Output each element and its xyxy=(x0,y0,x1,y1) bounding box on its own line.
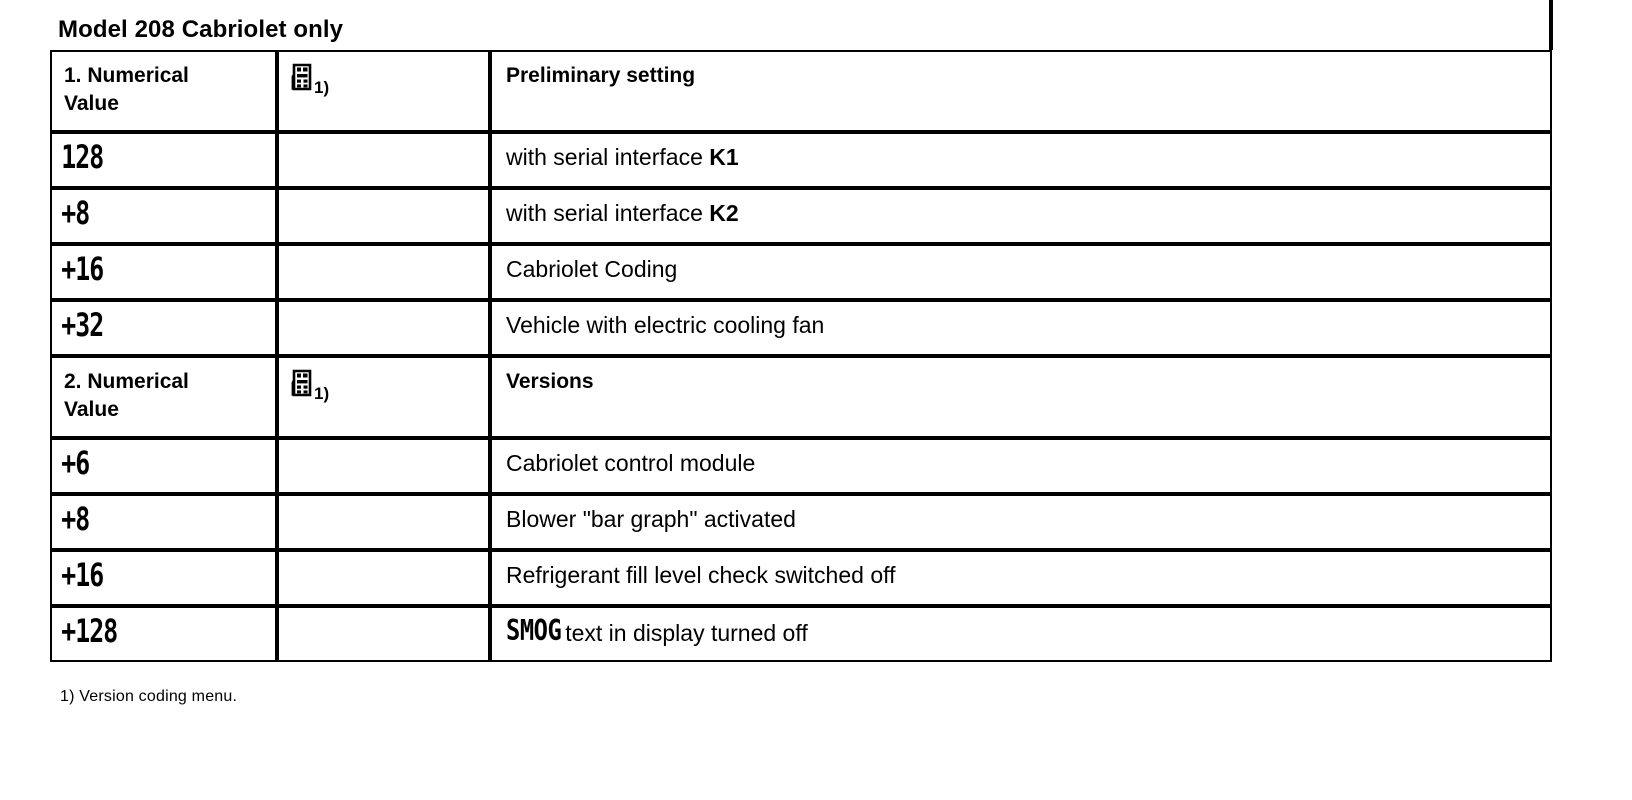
section-2-icon-cell: 1) xyxy=(277,356,490,438)
description-text: Cabriolet Coding xyxy=(506,256,678,282)
lcd-value: +32 xyxy=(61,307,104,345)
description-cell: with serial interface K2 xyxy=(490,188,1552,244)
icon-cell xyxy=(277,300,490,356)
lcd-value: +6 xyxy=(61,445,90,483)
table-section-header-row: 1. Numerical Value xyxy=(50,50,1552,132)
lcd-value: +16 xyxy=(61,557,104,595)
description-cell: with serial interface K1 xyxy=(490,132,1552,188)
icon-cell xyxy=(277,606,490,662)
right-edge-rule xyxy=(1549,0,1553,50)
description-text: Vehicle with electric cooling fan xyxy=(506,312,825,338)
section-2-description-header-label: Versions xyxy=(506,370,594,393)
icon-cell xyxy=(277,550,490,606)
value-cell: +8 xyxy=(50,494,277,550)
table-row: +16 Refrigerant fill level check switche… xyxy=(50,550,1552,606)
section-1-value-header-cell: 1. Numerical Value xyxy=(50,50,277,132)
handheld-tester-icon xyxy=(291,368,313,398)
description-cell: Blower "bar graph" activated xyxy=(490,494,1552,550)
section-2-icon-footnote-marker: 1) xyxy=(314,384,330,403)
table-row: +6 Cabriolet control module xyxy=(50,438,1552,494)
icon-cell xyxy=(277,494,490,550)
value-cell: +128 xyxy=(50,606,277,662)
section-1-header-line-1: 1. Numerical xyxy=(64,64,189,87)
coding-table: 1. Numerical Value xyxy=(50,50,1552,662)
footnote-text: 1) Version coding menu. xyxy=(60,688,238,705)
description-text: text in display turned off xyxy=(565,620,808,646)
table-row: +8 Blower "bar graph" activated xyxy=(50,494,1552,550)
description-text: with serial interface xyxy=(506,200,710,226)
table-section-header-row: 2. Numerical Value xyxy=(50,356,1552,438)
table-row: 128 with serial interface K1 xyxy=(50,132,1552,188)
value-cell: 128 xyxy=(50,132,277,188)
section-2-header-line-2: Value xyxy=(64,397,119,421)
icon-cell xyxy=(277,132,490,188)
section-2-header-line-1: 2. Numerical xyxy=(64,370,189,393)
table-row: +16 Cabriolet Coding xyxy=(50,244,1552,300)
icon-cell xyxy=(277,244,490,300)
section-1-header-line-2: Value xyxy=(64,91,119,115)
section-2-description-header-cell: Versions xyxy=(490,356,1552,438)
handheld-tester-icon xyxy=(291,62,313,92)
description-emphasis: K1 xyxy=(709,144,739,170)
value-cell: +32 xyxy=(50,300,277,356)
page-title: Model 208 Cabriolet only xyxy=(58,16,344,43)
value-cell: +6 xyxy=(50,438,277,494)
description-text: Cabriolet control module xyxy=(506,450,756,476)
section-2-value-header-cell: 2. Numerical Value xyxy=(50,356,277,438)
coding-table-body: 1. Numerical Value xyxy=(50,50,1552,662)
icon-cell xyxy=(277,188,490,244)
section-1-description-header-label: Preliminary setting xyxy=(506,64,696,87)
section-2-value-header-label: 2. Numerical Value xyxy=(52,358,275,433)
section-1-icon-footnote-marker: 1) xyxy=(314,78,330,97)
lcd-value: 128 xyxy=(61,139,104,177)
lcd-display-word: SMOG xyxy=(506,613,562,647)
section-1-description-header-cell: Preliminary setting xyxy=(490,50,1552,132)
lcd-value: +8 xyxy=(61,501,90,539)
description-text: with serial interface xyxy=(506,144,710,170)
lcd-value: +128 xyxy=(61,613,118,651)
lcd-value: +16 xyxy=(61,251,104,289)
section-1-icon-cell: 1) xyxy=(277,50,490,132)
description-cell: Vehicle with electric cooling fan xyxy=(490,300,1552,356)
description-text: Blower "bar graph" activated xyxy=(506,506,796,532)
description-cell: Cabriolet Coding xyxy=(490,244,1552,300)
description-cell: Refrigerant fill level check switched of… xyxy=(490,550,1552,606)
table-row: +8 with serial interface K2 xyxy=(50,188,1552,244)
value-cell: +16 xyxy=(50,244,277,300)
value-cell: +16 xyxy=(50,550,277,606)
description-emphasis: K2 xyxy=(709,200,739,226)
section-1-value-header-label: 1. Numerical Value xyxy=(52,52,275,127)
description-text: Refrigerant fill level check switched of… xyxy=(506,562,896,588)
value-cell: +8 xyxy=(50,188,277,244)
table-row: +32 Vehicle with electric cooling fan xyxy=(50,300,1552,356)
description-cell: Cabriolet control module xyxy=(490,438,1552,494)
icon-cell xyxy=(277,438,490,494)
lcd-value: +8 xyxy=(61,195,90,233)
